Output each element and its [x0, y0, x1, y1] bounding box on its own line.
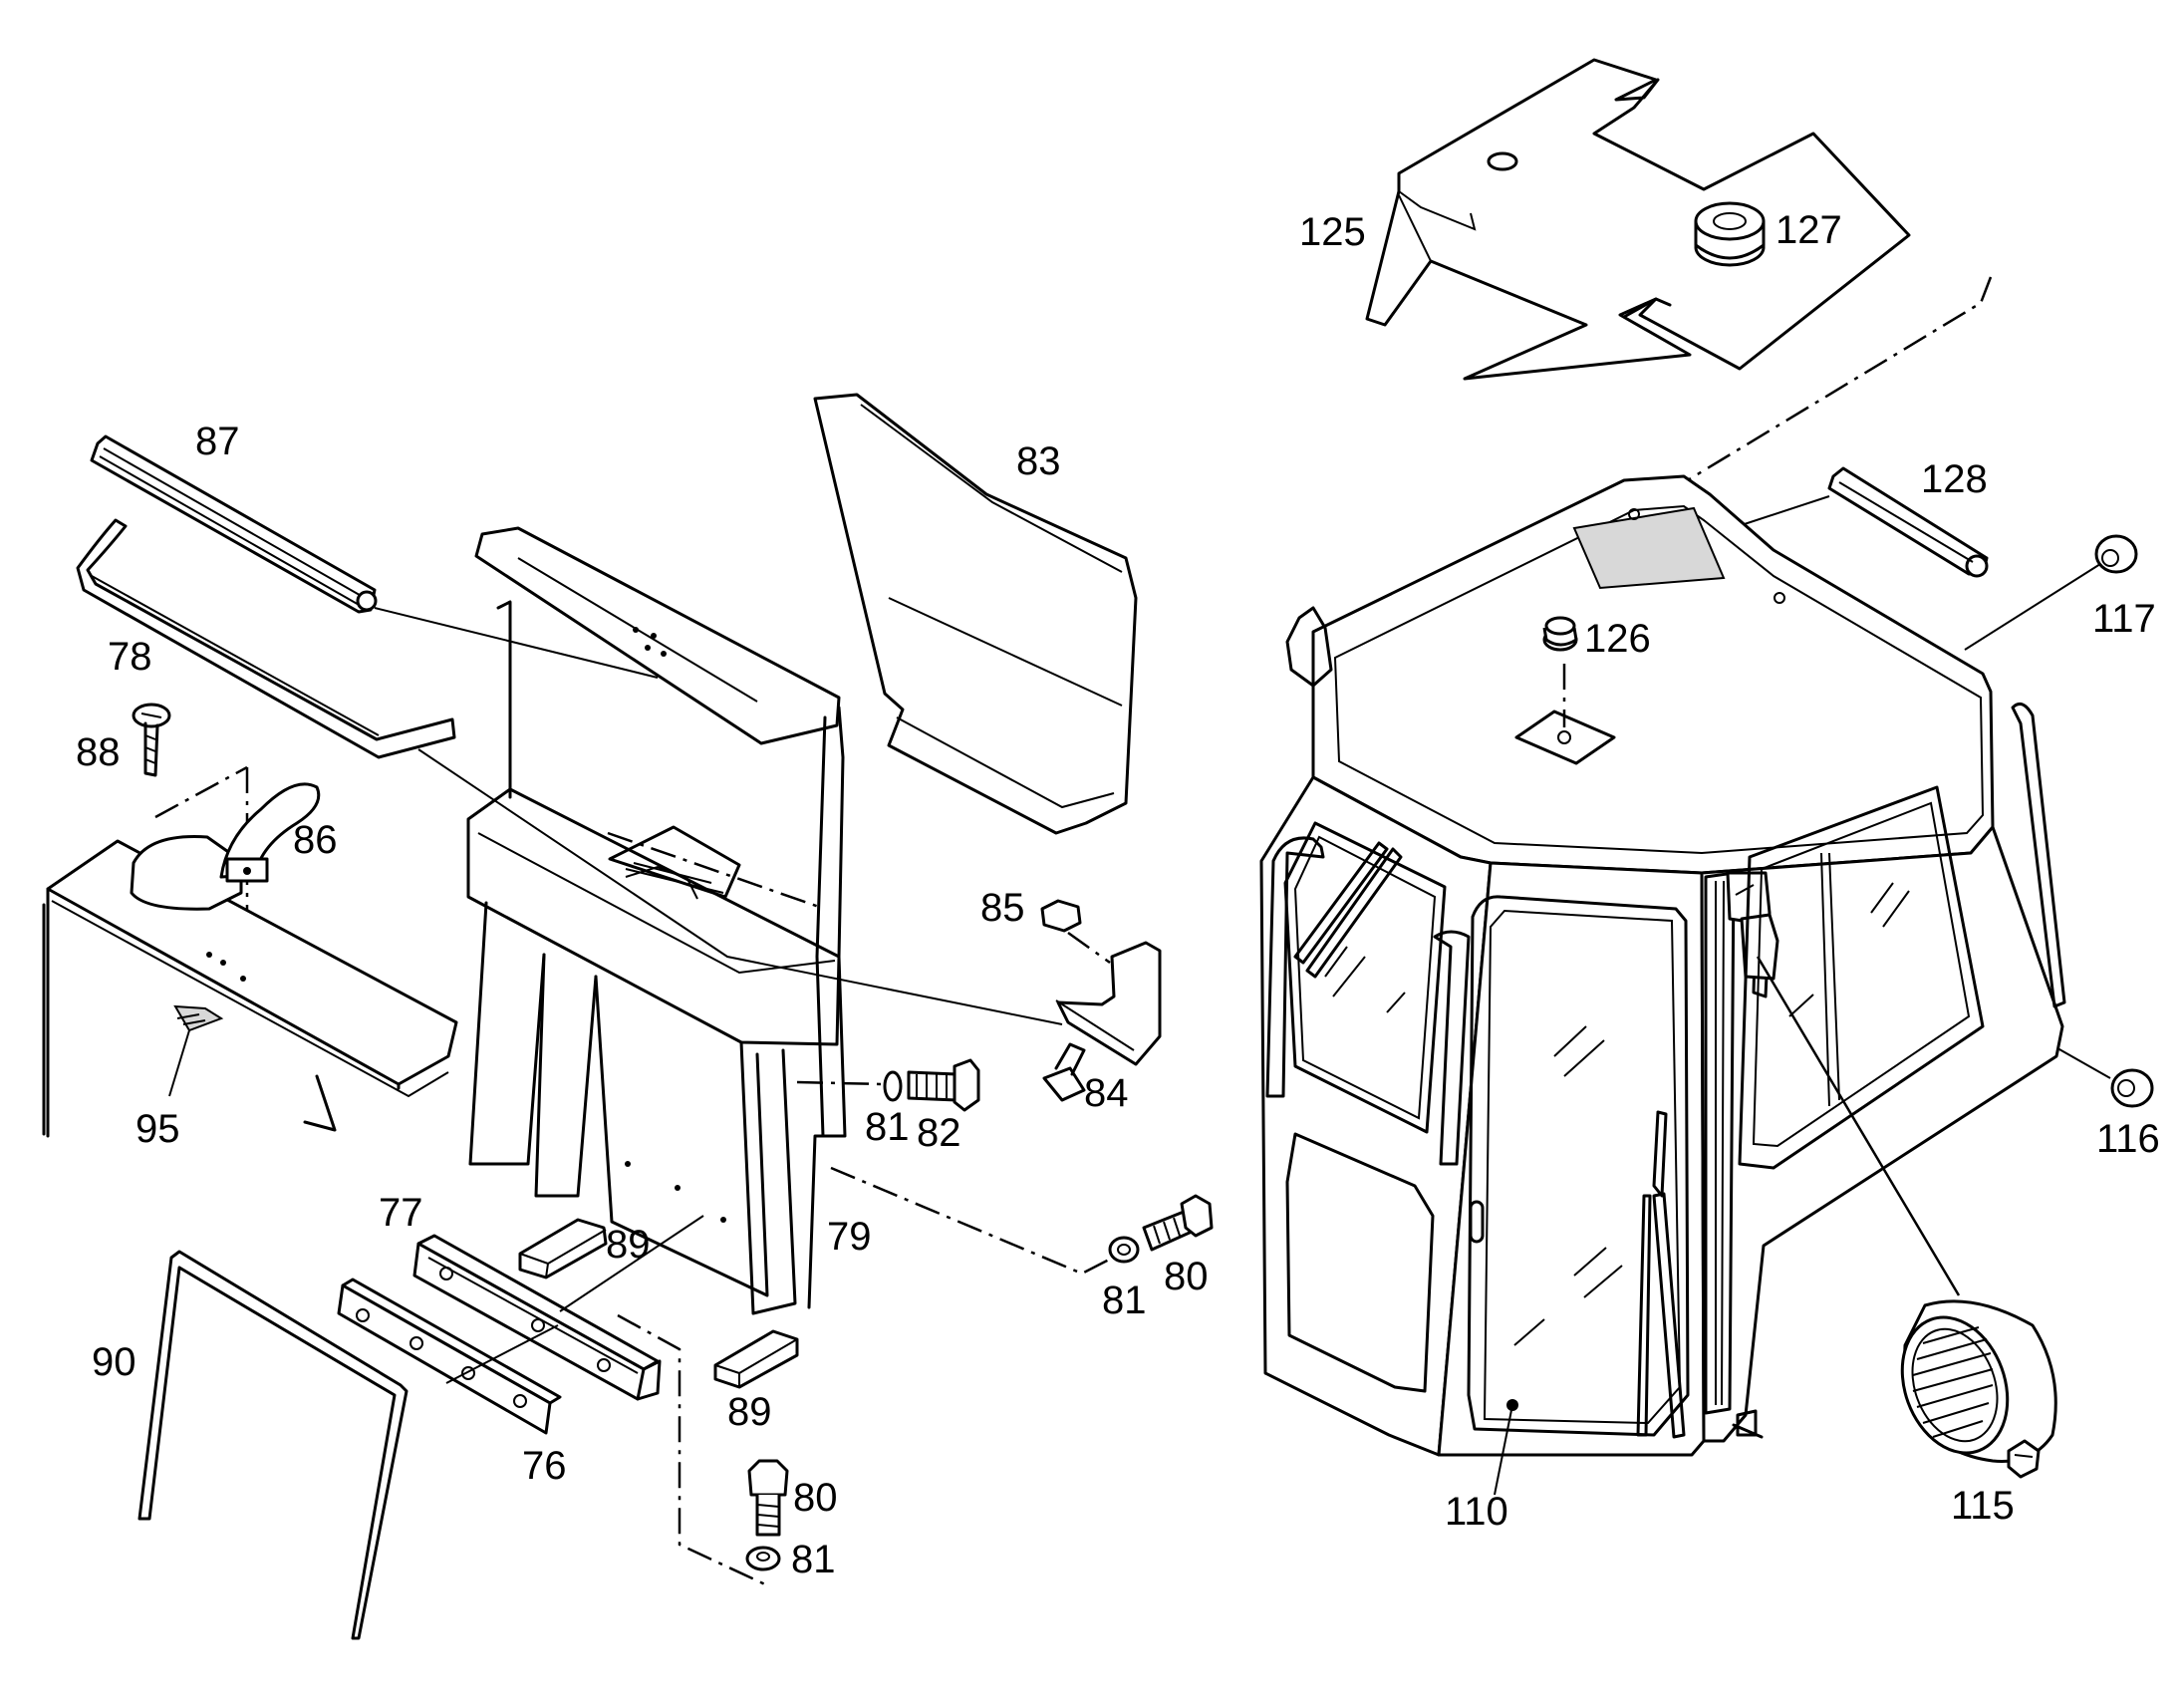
- label-76: 76: [522, 1444, 567, 1488]
- label-81-bottom: 81: [791, 1538, 836, 1581]
- label-127: 127: [1775, 208, 1842, 252]
- part-77-clamp-bar: [412, 1234, 662, 1401]
- part-76-clamp-bar: [337, 1278, 562, 1435]
- label-125: 125: [1299, 210, 1366, 254]
- part-83-cover: [813, 393, 1138, 835]
- part-127-grommet: [1694, 201, 1766, 267]
- part-87-seal-strip: [90, 434, 378, 614]
- part-82-bolt: [907, 1058, 980, 1112]
- part-81-washer-mid: [1108, 1236, 1140, 1264]
- label-85: 85: [980, 886, 1025, 930]
- part-84-bracket-knob: [1042, 931, 1162, 1102]
- label-83: 83: [1016, 439, 1061, 483]
- label-126: 126: [1584, 617, 1651, 661]
- label-82: 82: [917, 1111, 961, 1155]
- label-110: 110: [1445, 1490, 1508, 1534]
- part-125-floor-mat: [1365, 58, 1911, 381]
- part-115-work-lamp: [1900, 1299, 2057, 1479]
- part-79-main-panel: [466, 526, 847, 1315]
- label-77: 77: [379, 1191, 423, 1235]
- part-85-nut: [1040, 899, 1082, 933]
- leader-line-78: [417, 748, 1063, 1025]
- label-84: 84: [1084, 1071, 1129, 1115]
- part-89-spacer-upper: [518, 1218, 608, 1280]
- label-81-upper: 81: [865, 1105, 910, 1149]
- part-90-u-bar: [137, 1250, 409, 1640]
- leader-dash-washer: [796, 1080, 884, 1086]
- part-88-screw: [132, 703, 171, 777]
- label-89-upper: 89: [606, 1223, 651, 1267]
- label-117: 117: [2092, 597, 2156, 641]
- leader-line-115: [1756, 956, 1961, 1296]
- label-79: 79: [827, 1215, 872, 1259]
- part-89-spacer-lower: [713, 1329, 799, 1389]
- leader-dash-bolt-80a: [830, 1166, 1137, 1276]
- label-116: 116: [2096, 1117, 2160, 1161]
- leader-line-76: [445, 1215, 704, 1384]
- label-86: 86: [293, 818, 338, 862]
- part-128-rod: [1827, 466, 1989, 578]
- label-95: 95: [136, 1107, 180, 1151]
- part-80-bolt-mid: [1142, 1194, 1214, 1252]
- part-78-tube: [76, 518, 456, 759]
- leader-line-110: [1494, 1404, 1513, 1496]
- cab-body: [1259, 474, 2066, 1457]
- part-86-handle-plate: [42, 765, 458, 1138]
- part-81-washer-bottom: [745, 1546, 781, 1571]
- part-117-grommet: [2094, 534, 2138, 574]
- label-87: 87: [195, 420, 240, 463]
- label-81-mid: 81: [1102, 1279, 1147, 1322]
- part-80-bolt-bottom: [747, 1459, 789, 1537]
- label-80-bottom: 80: [793, 1476, 838, 1520]
- leader-dash-127: [1657, 276, 1993, 500]
- label-80-mid: 80: [1164, 1255, 1209, 1298]
- label-89-lower: 89: [727, 1390, 772, 1434]
- label-90: 90: [92, 1340, 136, 1384]
- part-126-plug: [1542, 616, 1578, 652]
- label-78: 78: [108, 635, 152, 679]
- part-81-washer-upper: [883, 1070, 903, 1102]
- label-88: 88: [76, 730, 121, 774]
- label-115: 115: [1951, 1484, 2015, 1528]
- part-116-grommet: [2110, 1068, 2154, 1108]
- label-128: 128: [1921, 457, 1988, 501]
- leader-dash-bolt-80b: [617, 1313, 766, 1586]
- leader-line-87: [374, 607, 659, 679]
- leader-line-117: [1964, 563, 2101, 651]
- leader-line-95: [168, 1029, 190, 1097]
